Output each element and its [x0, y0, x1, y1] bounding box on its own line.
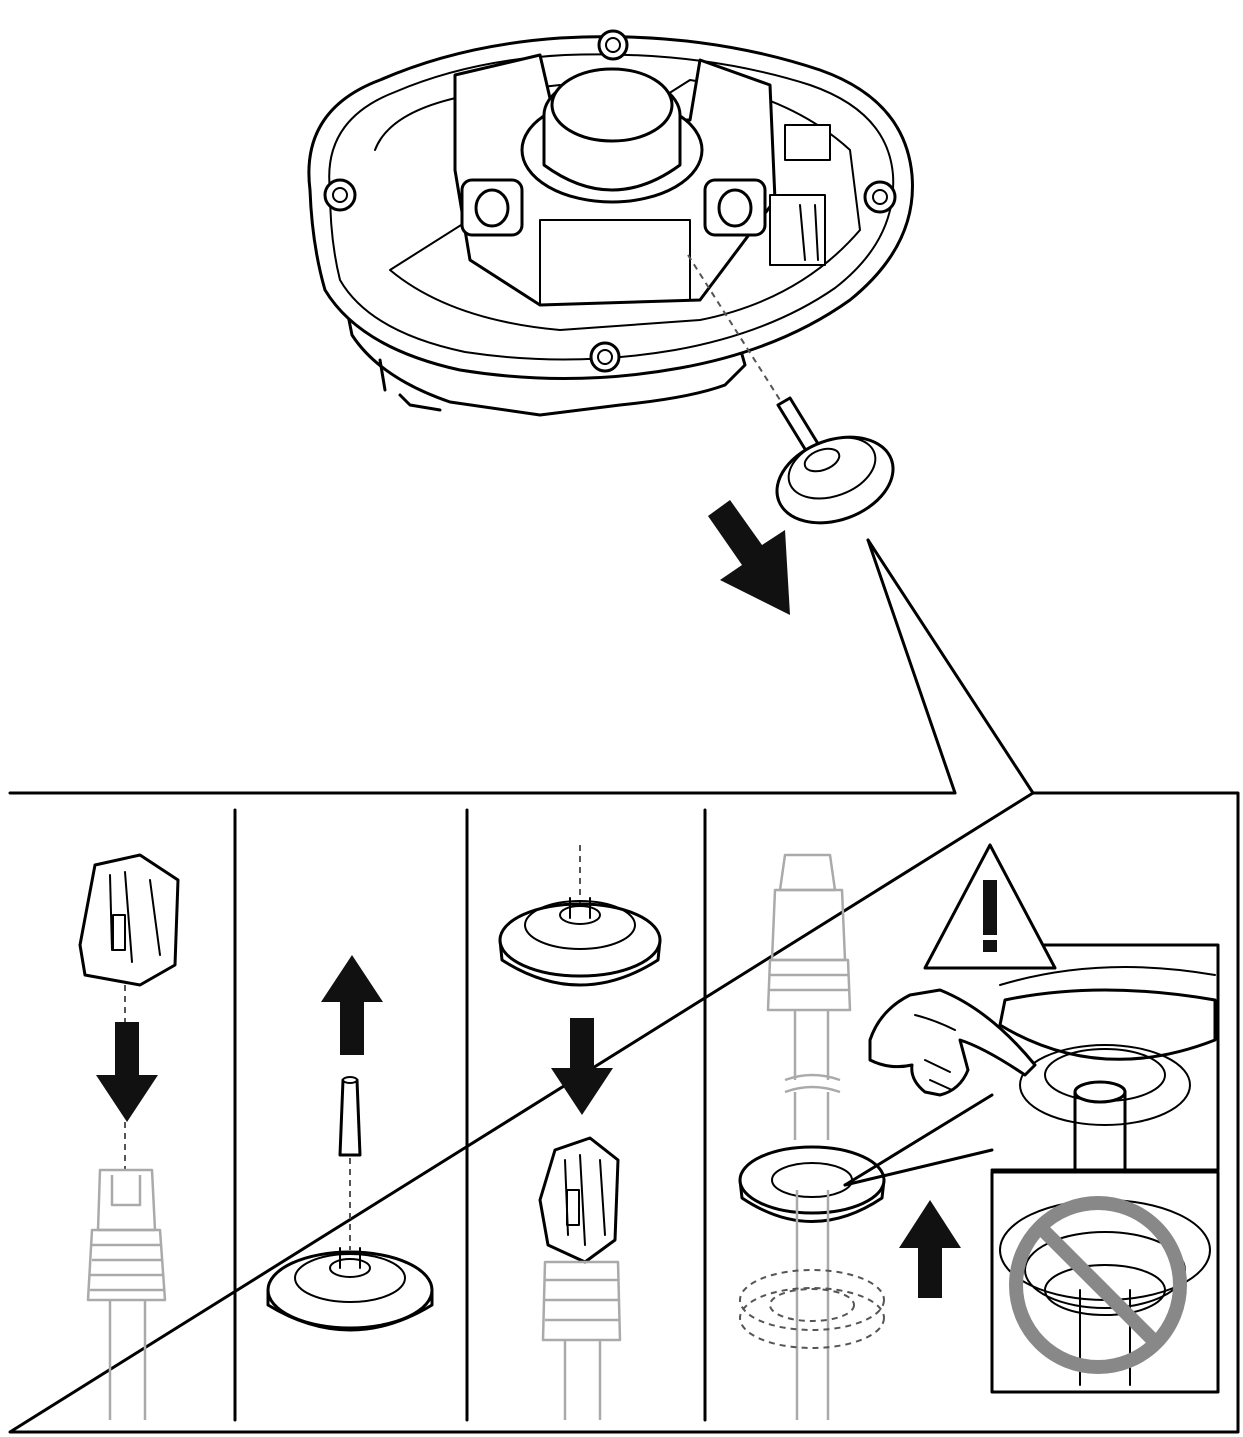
arrow-up-icon: [899, 1200, 961, 1298]
warning-icon: [923, 843, 1057, 970]
arrow-down-icon: [96, 1022, 158, 1122]
camera-base-illustration: [307, 29, 914, 417]
plug-cover-icon: [78, 853, 180, 987]
grommet-icon: [738, 1145, 886, 1420]
grommet-icon: [498, 897, 662, 987]
arrow-down-icon: [708, 500, 790, 615]
inset-incorrect: [990, 1170, 1220, 1394]
rj45-plug-icon: [86, 1168, 167, 1420]
finger-icon: [868, 988, 1037, 1097]
arrow-up-icon: [321, 955, 383, 1055]
grommet-icon: [775, 396, 895, 525]
rj45-plug-icon: [766, 853, 852, 1140]
grommet-ghost: [739, 1269, 885, 1349]
inset-correct: [990, 943, 1220, 1172]
grommet-icon: [266, 1247, 434, 1332]
prohibited-icon: [1009, 1196, 1187, 1374]
panel-remove-cap: [266, 955, 434, 1332]
plug-cover-icon: [538, 1136, 622, 1420]
cap-plug-icon: [338, 1076, 362, 1157]
panel-insert-plug: [498, 845, 662, 1420]
panel-seat-grommet: [738, 843, 1220, 1420]
panel-attach-cover: [78, 853, 180, 1420]
arrow-down-icon: [551, 1018, 613, 1115]
